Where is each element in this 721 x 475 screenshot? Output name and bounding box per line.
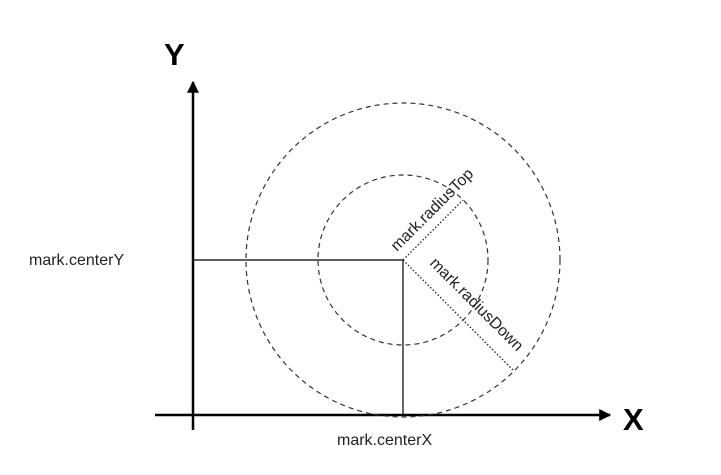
radius-top-label: mark.radiusTop xyxy=(388,165,477,254)
center-x-label: mark.centerX xyxy=(337,432,432,449)
radius-down-label: mark.radiusDown xyxy=(426,255,526,355)
center-y-label: mark.centerY xyxy=(29,252,124,269)
y-axis-title: Y xyxy=(164,37,185,72)
radius-top-line xyxy=(402,199,464,261)
x-axis-title: X xyxy=(623,402,644,437)
radius-down-line xyxy=(402,259,515,372)
inner-circle xyxy=(317,174,489,346)
outer-circle xyxy=(245,102,561,418)
